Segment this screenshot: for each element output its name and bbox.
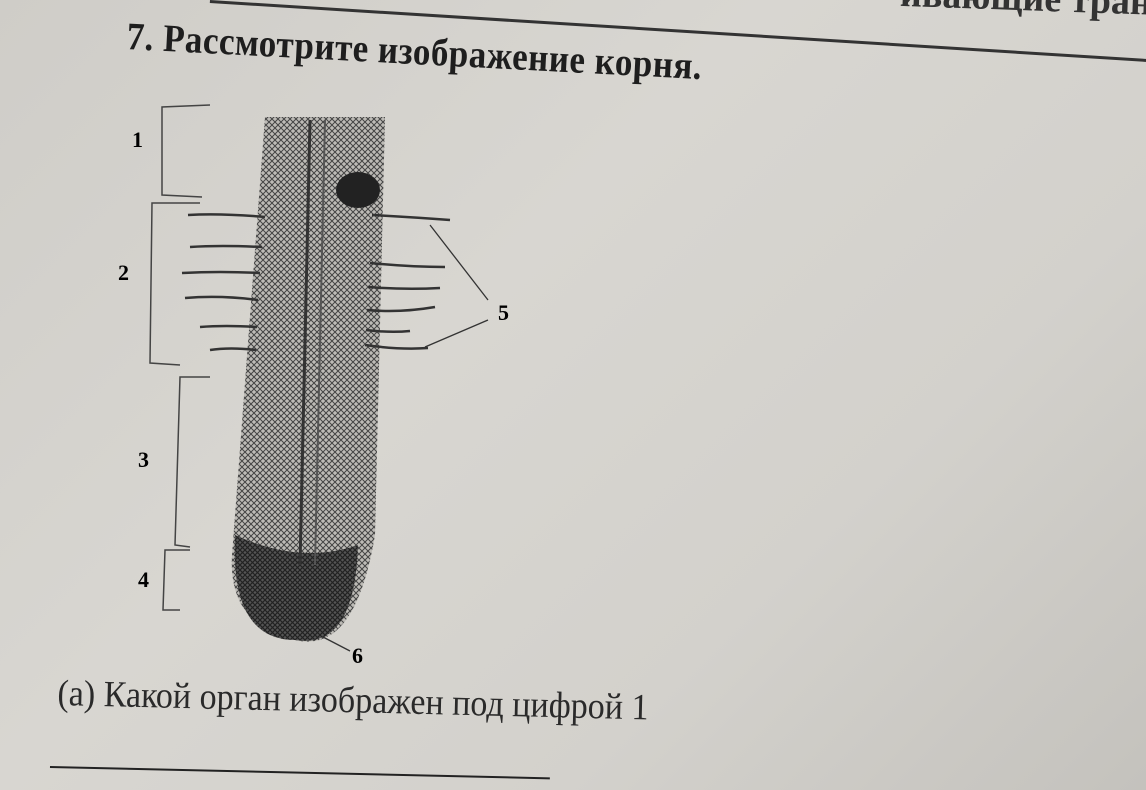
- label-3: 3: [138, 447, 149, 472]
- label-1: 1: [132, 127, 143, 152]
- previous-question-cut-text: ивающие транспорт: [899, 0, 1146, 28]
- answer-line: [49, 766, 550, 780]
- label-4: 4: [138, 567, 149, 592]
- root-hairs: [181, 213, 451, 352]
- pointer-lines: [322, 224, 489, 652]
- question-a: (a) Какой орган изображен под цифрой 1: [56, 672, 650, 729]
- root-body: [231, 117, 385, 642]
- label-5: 5: [498, 300, 509, 325]
- root-diagram: 1 2 3 4 5 6: [118, 104, 509, 668]
- label-6: 6: [352, 643, 363, 668]
- zone-brackets: [149, 104, 211, 611]
- label-2: 2: [118, 260, 129, 285]
